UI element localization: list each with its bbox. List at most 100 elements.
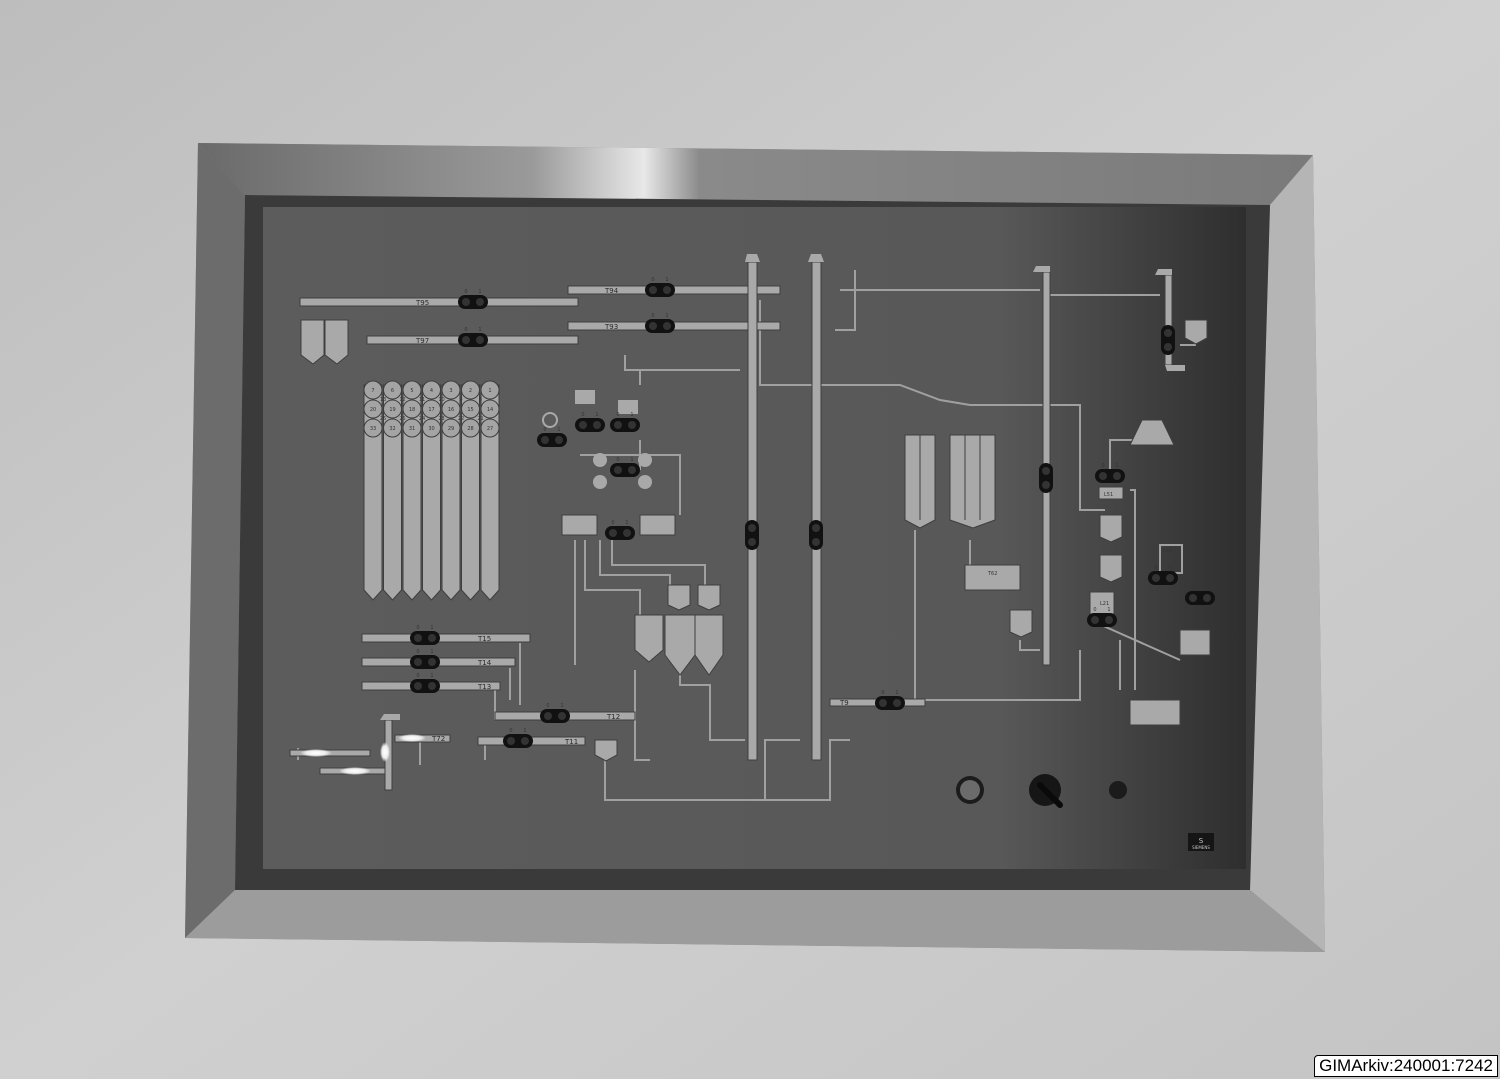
- conveyor-label: T14: [477, 659, 492, 667]
- silo-number: 5: [410, 388, 413, 394]
- interstice-number: 13: [380, 397, 386, 403]
- silo-number: 29: [448, 426, 454, 432]
- interstice-number: 24: [419, 416, 425, 422]
- toggle-switch[interactable]: [1161, 325, 1175, 355]
- silo-cell: [422, 399, 441, 419]
- switch-off-label: 0: [1101, 463, 1104, 469]
- silo-number: 17: [428, 407, 434, 413]
- silo-cell: [480, 380, 500, 400]
- silo-cell: [383, 418, 402, 438]
- silo-number: 20: [370, 407, 376, 413]
- switch-on-label: 1: [1115, 463, 1118, 469]
- silo-cell: [480, 399, 500, 419]
- switch-off-label: 0: [581, 412, 584, 418]
- switch-on-label: 1: [630, 412, 633, 418]
- interstice-number: 21: [477, 416, 483, 422]
- silo-number: 15: [467, 407, 473, 413]
- silo-number: 2: [469, 388, 472, 394]
- brand-text: SIEMENS: [1192, 845, 1210, 850]
- switch-on-label: 1: [430, 649, 433, 655]
- silo-number: 1: [488, 388, 491, 394]
- conveyor-label: T94: [604, 287, 619, 295]
- switch-off-label: 0: [1154, 565, 1157, 571]
- conveyor-label: T9: [839, 699, 849, 707]
- silo-number: 14: [487, 407, 493, 413]
- switch-off-label: 0: [416, 649, 419, 655]
- silo-cell: [402, 399, 422, 419]
- mixer-label: L51: [1104, 492, 1113, 498]
- interstice-number: 9: [459, 397, 462, 403]
- interstice-number: 22: [458, 416, 464, 422]
- key-switch[interactable]: [1109, 781, 1127, 799]
- toggle-switch[interactable]: [745, 520, 759, 550]
- switch-off-label: 0: [651, 313, 654, 319]
- switch-off-label: 0: [416, 625, 419, 631]
- switch-off-label: 0: [651, 277, 654, 283]
- switch-on-label: 1: [595, 412, 598, 418]
- toggle-switch[interactable]: [1039, 463, 1053, 493]
- conveyor-t95: T95: [299, 297, 579, 307]
- silo-cell: [402, 380, 422, 400]
- switch-on-label: 1: [895, 690, 898, 696]
- silo-cell: [422, 418, 441, 438]
- switch-on-label: 1: [665, 313, 668, 319]
- switch-off-label: 0: [464, 289, 467, 295]
- silo-number: 31: [409, 426, 415, 432]
- switch-off-label: 0: [509, 728, 512, 734]
- silo-number: 32: [389, 426, 395, 432]
- silo-cell: [383, 380, 402, 400]
- switch-off-label: 0: [611, 520, 614, 526]
- conveyor-label: T13: [477, 683, 491, 691]
- silo-cell: [402, 418, 422, 438]
- silo-cell: [422, 380, 441, 400]
- siemens-logo: S SIEMENS: [1188, 833, 1214, 851]
- switch-off-label: 0: [616, 457, 619, 463]
- silo-cell: [441, 399, 461, 419]
- silo-number: 28: [467, 426, 473, 432]
- selector-knob[interactable]: [1029, 774, 1063, 808]
- switch-on-label: 1: [665, 277, 668, 283]
- switch-off-label: 0: [546, 703, 549, 709]
- silo-cell: [383, 399, 402, 419]
- silo-cell: [363, 380, 383, 400]
- silo-cell: [461, 399, 480, 419]
- silo-number: 30: [428, 426, 434, 432]
- interstice-number: 26: [380, 416, 386, 422]
- silo-number: 16: [448, 407, 454, 413]
- switch-on-label: 1: [430, 673, 433, 679]
- toggle-switch[interactable]: [809, 520, 823, 550]
- conveyor-label: T11: [564, 738, 578, 746]
- conveyor-label: T93: [604, 323, 618, 331]
- silo-number: 33: [370, 426, 376, 432]
- switch-on-label: 1: [557, 427, 560, 433]
- silo-number: 7: [371, 388, 374, 394]
- switch-off-label: 0: [416, 673, 419, 679]
- switch-on-label: 1: [430, 625, 433, 631]
- conveyor-t15: T15: [361, 633, 531, 643]
- switch-off-label: 0: [616, 412, 619, 418]
- switch-off-label: 0: [881, 690, 884, 696]
- silo-cell: [363, 399, 383, 419]
